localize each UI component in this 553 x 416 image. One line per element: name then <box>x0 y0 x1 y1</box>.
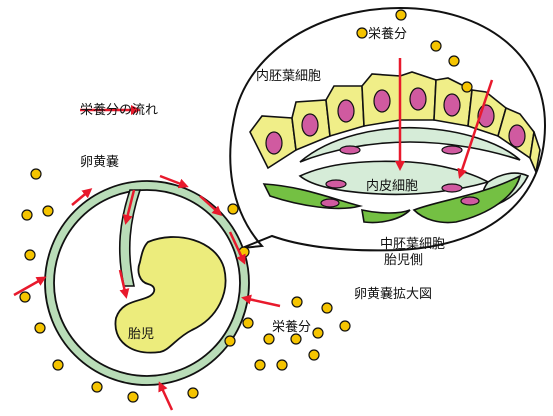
nutrient-label-bottom: 栄養分 <box>272 319 311 335</box>
legend-label: 栄養分の流れ <box>80 102 158 118</box>
yolk-sac-enlarged-label: 卵黄嚢拡大図 <box>354 286 432 302</box>
endothelial-label: 内皮細胞 <box>366 178 418 194</box>
yolk-sac-label: 卵黄嚢 <box>80 154 119 170</box>
fetal-side-label: 胎児側 <box>384 253 423 268</box>
fetus-label: 胎児 <box>128 327 154 342</box>
endoderm-label: 内胚葉細胞 <box>256 68 321 84</box>
mesoderm-label: 中胚葉細胞 <box>380 237 445 252</box>
nutrient-label-top: 栄養分 <box>368 26 407 42</box>
